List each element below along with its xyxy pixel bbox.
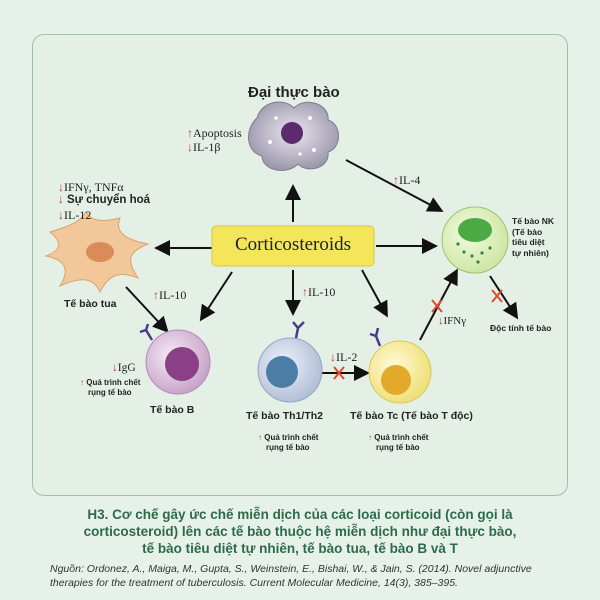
tc-death: ↑ Quá trình chết rụng tế bào [368,433,429,452]
nk-toxicity-label: Độc tính tế bào [490,323,552,333]
dendritic-title: Tế bào tua [64,298,117,310]
arrow-macrophage-to-nk [345,159,444,212]
corticosteroids-box [211,225,375,267]
macrophage-title: Đại thực bào [248,84,340,101]
dendritic-effect-ifng: ↓IFNγ, TNFα [58,180,124,194]
down-arrow-icon: ↓ [58,180,64,194]
up-arrow-icon: ↑ [187,126,193,140]
macrophage-effect-il1b: ↓IL-1β [187,140,221,154]
up-arrow-icon: ↑ [153,288,159,302]
inhibit-x-il2 [333,366,345,380]
down-arrow-icon: ↓ [112,362,118,374]
macrophage-cell [248,101,339,171]
macrophage-effect-apoptosis: ↑Apoptosis [187,126,242,140]
b-cell [139,323,211,395]
bcell-title: Tế bào B [150,404,195,416]
arrow-to-tc [361,269,388,318]
arrow-to-bcell [199,271,233,322]
label-il4: ↑IL-4 [393,173,421,187]
up-arrow-icon: ↑ [80,378,84,387]
figure-source: Nguồn: Ordonez, A., Maiga, M., Gupta, S.… [50,563,532,589]
label-il2: ↓IL-2 [330,350,358,364]
tc-cell [368,327,432,404]
dendritic-effect-il12: ↓IL-12 [58,208,92,222]
bcell-death: ↑ Quá trình chết rụng tế bào [80,378,141,397]
bcell-igg: ↓IgG [112,362,136,374]
down-arrow-icon: ↓ [187,140,193,154]
arrow-nk-to-toxicity [489,275,519,320]
up-arrow-icon: ↑ [393,173,399,187]
th-death: ↑ Quá trình chết rụng tế bào [258,433,319,452]
th-title: Tế bào Th1/Th2 [246,410,324,422]
inhibit-x-toxicity [491,289,503,303]
th-cell [257,321,323,403]
figure-caption: H3. Cơ chế gây ức chế miễn dịch của các … [83,507,517,556]
tc-title: Tế bào Tc (Tế bào T độc) [350,410,473,422]
nk-cell [441,206,509,274]
up-arrow-icon: ↑ [302,285,308,299]
down-arrow-icon: ↓ [58,194,64,206]
nk-title: Tế bào NK (Tế bào tiêu diệt tự nhiên) [512,216,555,258]
down-arrow-icon: ↓ [330,350,336,364]
corticosteroids-label: Corticosteroids [234,234,352,255]
arrow-dendritic-to-bcell [125,286,169,333]
down-arrow-icon: ↓ [58,208,64,222]
up-arrow-icon: ↑ [368,433,372,442]
nk-ifng-label: ↓IFNγ [438,315,467,327]
up-arrow-icon: ↑ [258,433,262,442]
dendritic-cell [44,211,150,294]
label-il10-left: ↑IL-10 [153,288,187,302]
down-arrow-icon: ↓ [438,315,444,327]
inhibit-x-tc-nk [431,299,443,313]
label-il10-mid: ↑IL-10 [302,285,336,299]
dendritic-effect-metabolism: ↓ Sự chuyển hoá [58,194,151,206]
